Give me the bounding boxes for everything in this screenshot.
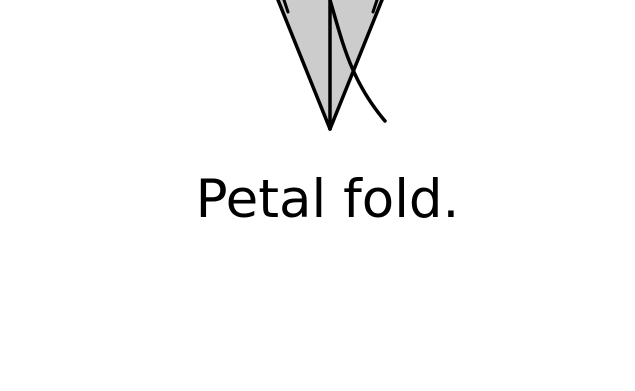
step-caption: Petal fold. [0, 168, 635, 232]
